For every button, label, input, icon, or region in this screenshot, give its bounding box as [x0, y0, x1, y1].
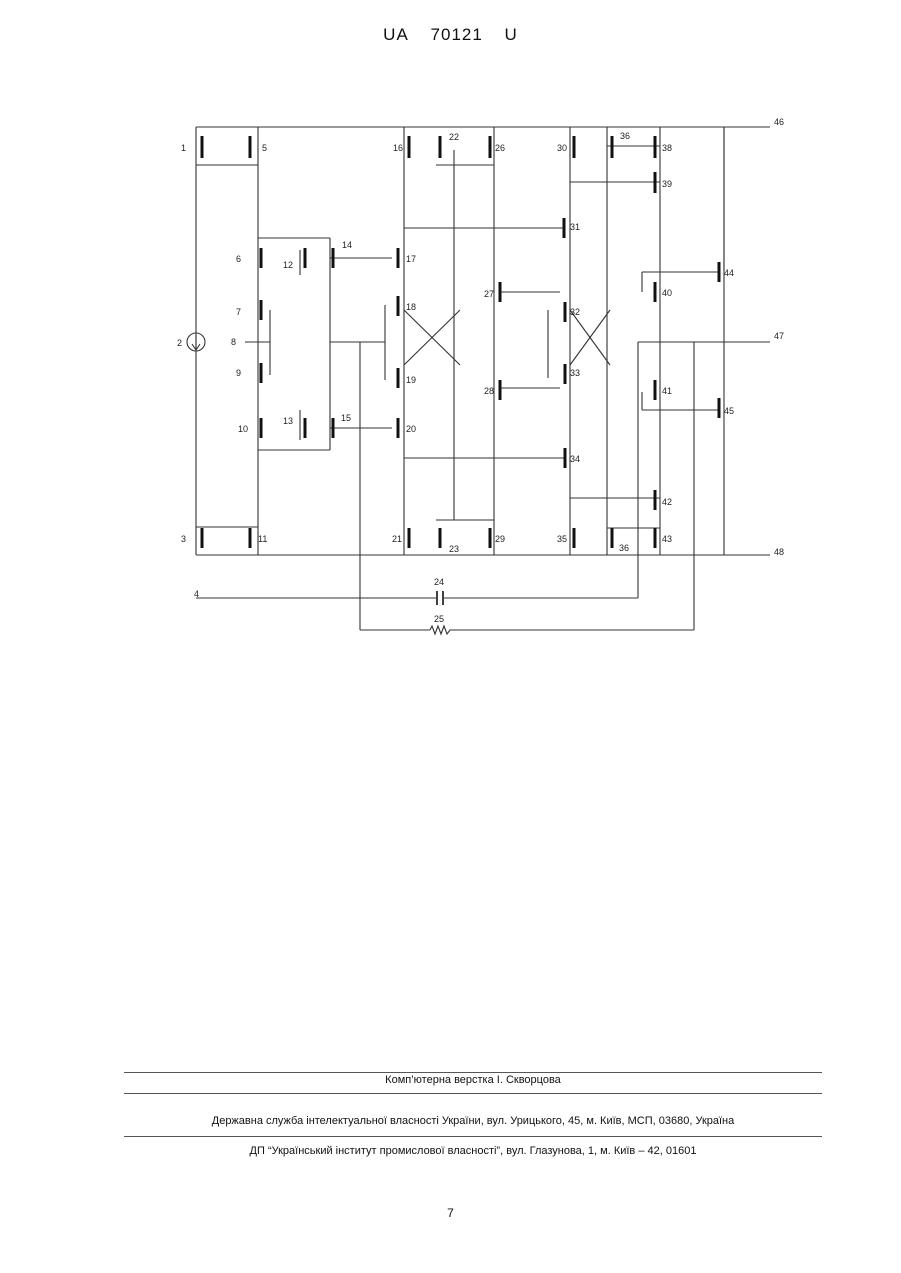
label-t7: 7 [236, 307, 241, 317]
label-t13: 13 [283, 416, 293, 426]
label-terminal-46: 46 [774, 117, 784, 127]
label-t23: 23 [449, 544, 459, 554]
label-t41: 41 [662, 386, 672, 396]
label-t8: 8 [231, 337, 236, 347]
label-t38: 38 [662, 143, 672, 153]
footer-layout-credit: Комп’ютерна верстка І. Скворцова [124, 1074, 822, 1086]
label-t14: 14 [342, 240, 352, 250]
wires [196, 127, 770, 630]
circuit-diagram: 1 5 16 22 26 30 36 38 39 6 12 14 17 31 7… [0, 0, 901, 680]
label-t15: 15 [341, 413, 351, 423]
footer-institute-address: ДП “Український інститут промислової вла… [124, 1145, 822, 1157]
label-t36b: 36 [619, 543, 629, 553]
label-t40: 40 [662, 288, 672, 298]
capacitor-24 [437, 591, 443, 605]
label-t11: 11 [258, 534, 267, 544]
label-t27: 27 [484, 289, 494, 299]
label-t20: 20 [406, 424, 416, 434]
label-t12: 12 [283, 260, 293, 270]
label-t18: 18 [406, 302, 416, 312]
label-t31: 31 [570, 222, 580, 232]
footer-divider-3 [124, 1136, 822, 1137]
label-t9: 9 [236, 368, 241, 378]
label-t6: 6 [236, 254, 241, 264]
label-source-2: 2 [177, 338, 182, 348]
label-t21: 21 [392, 534, 402, 544]
label-t45: 45 [724, 406, 734, 416]
label-t22: 22 [449, 132, 459, 142]
label-t36a: 36 [620, 131, 630, 141]
label-t5: 5 [262, 143, 267, 153]
label-t17: 17 [406, 254, 416, 264]
label-t33: 33 [570, 368, 580, 378]
label-t39: 39 [662, 179, 672, 189]
resistor-25 [430, 626, 452, 634]
label-terminal-48: 48 [774, 547, 784, 557]
page-number: 7 [0, 1206, 901, 1220]
label-resistor-25: 25 [434, 614, 444, 624]
label-t28: 28 [484, 386, 494, 396]
current-source-2 [187, 333, 205, 351]
label-t26: 26 [495, 143, 505, 153]
component-labels: 1 5 16 22 26 30 36 38 39 6 12 14 17 31 7… [177, 117, 784, 624]
label-t30: 30 [557, 143, 567, 153]
label-t3: 3 [181, 534, 186, 544]
label-t43: 43 [662, 534, 672, 544]
label-t42: 42 [662, 497, 672, 507]
footer-divider-2 [124, 1093, 822, 1094]
label-capacitor-24: 24 [434, 577, 444, 587]
label-t16: 16 [393, 143, 403, 153]
label-t35: 35 [557, 534, 567, 544]
label-terminal-47: 47 [774, 331, 784, 341]
label-t19: 19 [406, 375, 416, 385]
label-t34: 34 [570, 454, 580, 464]
label-t1: 1 [181, 143, 186, 153]
label-t44: 44 [724, 268, 734, 278]
footer-office-address: Державна служба інтелектуальної власност… [124, 1115, 822, 1127]
footer-divider-1 [124, 1072, 822, 1073]
label-t10: 10 [238, 424, 248, 434]
label-t29: 29 [495, 534, 505, 544]
label-t32: 32 [570, 307, 580, 317]
label-terminal-4: 4 [194, 589, 199, 599]
